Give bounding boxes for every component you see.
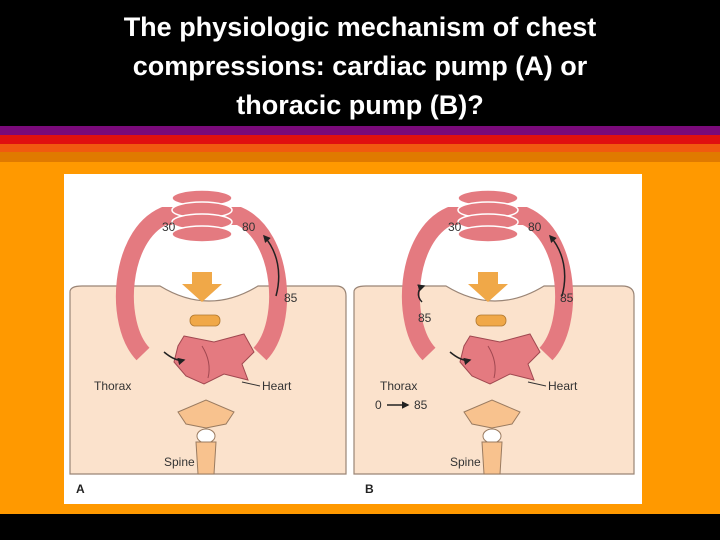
panel-a-heart-pressure: 85 [284,291,298,305]
panel-a-letter: A [76,482,85,496]
panel-b-right-pressure: 80 [528,220,542,234]
title-line-3: thoracic pump (B)? [236,90,484,120]
flow-arrow-b-bottom [449,351,472,366]
panel-b-heart-label: Heart [548,379,578,393]
panel-a-left-pressure: 30 [162,220,176,234]
thorax-change-to: 85 [414,398,428,412]
panel-a-thorax-label: Thorax [94,379,132,393]
valve-b [487,345,496,379]
spine-b [463,399,521,475]
panel-a-heart-label: Heart [262,379,292,393]
slide-title: The physiologic mechanism of chest compr… [0,8,720,125]
heart-pointer-b [527,381,547,387]
panel-b-letter: B [365,482,374,496]
panel-a-right-pressure: 80 [242,220,256,234]
flow-arrow-a-right [263,234,280,297]
flow-arrow-b-right [549,234,566,297]
heart-a [173,333,255,385]
rib-stack-a [171,189,233,243]
panel-b [353,189,635,475]
heart-b [459,333,541,385]
heart-pointer-a [241,381,261,387]
compression-arrow-b [468,272,508,302]
panel-b-spine-label: Spine [450,455,481,469]
spine-a [177,399,235,475]
panel-b-heart-pressure: 85 [560,291,574,305]
panel-b-venous-pressure: 85 [418,311,432,325]
flow-arrow-a-bottom [163,351,186,366]
panel-a [69,189,347,475]
panel-b-thorax-label: Thorax [380,379,418,393]
title-line-1: The physiologic mechanism of chest [123,12,597,42]
panel-b-left-pressure: 30 [448,220,462,234]
compression-arrow-a [182,272,222,302]
title-line-2: compressions: cardiac pump (A) or [132,51,588,81]
band-orange-red [0,144,720,152]
band-purple [0,126,720,135]
figure-panel: 30 80 85 Thorax Heart Spine A 30 80 85 8… [64,174,642,504]
sternum-a [189,314,221,327]
panel-a-spine-label: Spine [164,455,195,469]
rib-stack-b [457,189,519,243]
valve-a [201,345,210,379]
diagram [69,189,635,475]
thorax-change-from: 0 [375,398,382,412]
band-amber [0,152,720,162]
flow-arrow-b-left [417,284,426,303]
sternum-b [475,314,507,327]
band-red [0,135,720,144]
